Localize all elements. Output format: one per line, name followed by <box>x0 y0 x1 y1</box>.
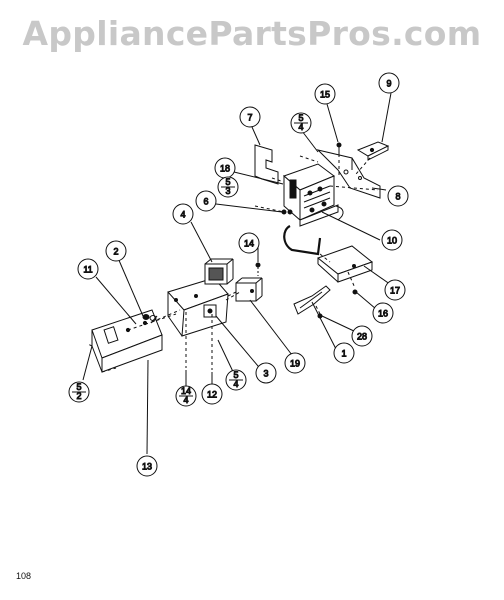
svg-text:18: 18 <box>220 164 230 174</box>
part-mounting-plate <box>316 149 381 199</box>
svg-text:4: 4 <box>180 210 185 220</box>
svg-text:3: 3 <box>263 369 268 379</box>
part-lever <box>293 285 331 319</box>
callout-fraction-14-4: 14 4 <box>175 385 197 407</box>
svg-text:11: 11 <box>83 265 92 275</box>
callout-15: 15 <box>314 83 336 105</box>
svg-text:5: 5 <box>233 370 238 380</box>
callout-7: 7 <box>239 106 261 128</box>
svg-text:28: 28 <box>357 332 367 342</box>
callout-19: 19 <box>284 352 306 374</box>
callout-1: 1 <box>333 342 355 364</box>
svg-text:5: 5 <box>76 382 81 392</box>
callout-fraction-5-4-top: 5 4 <box>290 112 312 134</box>
part-cover-plate <box>91 309 163 373</box>
svg-text:4: 4 <box>183 395 188 405</box>
leader-lines-extra <box>185 370 213 386</box>
svg-text:2: 2 <box>76 391 81 401</box>
watermark: AppliancePartsPros.com <box>22 14 482 53</box>
part-screw-15 <box>336 142 342 154</box>
part-bracket-top <box>356 141 390 161</box>
callout-4: 4 <box>172 203 194 225</box>
callout-fraction-5-2: 5 2 <box>68 381 90 403</box>
callout-2: 2 <box>105 240 127 262</box>
svg-text:2: 2 <box>113 247 118 257</box>
callout-16: 16 <box>372 302 394 324</box>
svg-text:10: 10 <box>387 236 397 246</box>
part-motor <box>204 258 234 285</box>
callout-17: 17 <box>384 279 406 301</box>
svg-text:14: 14 <box>244 239 254 249</box>
svg-text:5: 5 <box>225 177 230 187</box>
callout-10: 10 <box>381 229 403 251</box>
part-wire-harness <box>281 209 322 256</box>
svg-text:4: 4 <box>233 379 238 389</box>
svg-text:17: 17 <box>390 286 400 296</box>
svg-text:15: 15 <box>320 90 330 100</box>
callout-28: 28 <box>351 325 373 347</box>
page-number: 108 <box>16 571 32 581</box>
svg-text:4: 4 <box>298 122 303 132</box>
svg-text:5: 5 <box>298 113 303 123</box>
part-screw-16 <box>352 289 358 295</box>
callout-fraction-5-3: 5 3 <box>217 176 239 198</box>
callout-11: 11 <box>77 258 99 280</box>
svg-text:3: 3 <box>225 186 230 196</box>
part-mounting-bracket <box>167 277 229 337</box>
callout-8: 8 <box>387 185 409 207</box>
part-screw-14 <box>255 262 261 276</box>
callout-fraction-5-4-bottom: 5 4 <box>225 369 247 391</box>
callout-18: 18 <box>214 157 236 179</box>
svg-text:9: 9 <box>386 79 391 89</box>
svg-text:13: 13 <box>142 462 152 472</box>
svg-text:14: 14 <box>181 386 191 396</box>
callout-12: 12 <box>201 383 223 405</box>
callout-9: 9 <box>378 72 400 94</box>
svg-text:1: 1 <box>341 349 346 359</box>
svg-text:12: 12 <box>207 390 217 400</box>
callout-13: 13 <box>136 455 158 477</box>
svg-text:16: 16 <box>378 309 388 319</box>
svg-text:19: 19 <box>290 359 300 369</box>
callout-6: 6 <box>195 190 217 212</box>
svg-text:8: 8 <box>395 192 400 202</box>
callout-3: 3 <box>255 362 277 384</box>
part-icemaker-body <box>283 163 344 227</box>
part-switch-block <box>235 277 263 302</box>
callout-14-top: 14 <box>238 232 260 254</box>
svg-text:7: 7 <box>247 113 252 123</box>
part-bracket-17 <box>316 245 374 283</box>
leader-lines <box>82 92 395 455</box>
svg-text:6: 6 <box>203 197 208 207</box>
alignment-lines <box>87 154 379 373</box>
